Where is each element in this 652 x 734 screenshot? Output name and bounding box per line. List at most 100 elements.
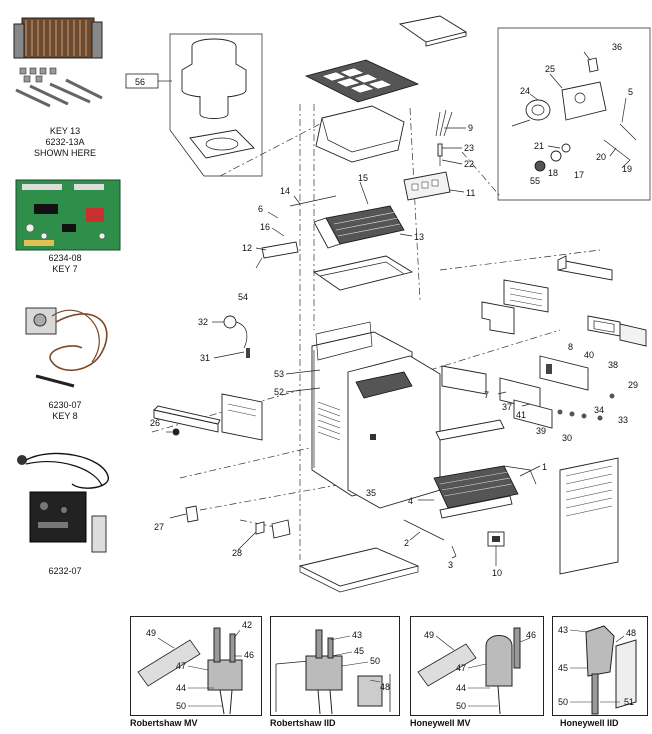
control-board-photo[interactable] [14,178,122,252]
inset-callout-48: 48 [380,682,390,692]
callout-20: 20 [596,152,606,162]
caption-line: SHOWN HERE [33,148,96,158]
valve-inset-robertshaw-iid[interactable]: 43 45 50 48 [270,616,400,716]
manifold-rod-14[interactable] [289,195,337,207]
callout-13: 13 [414,232,424,242]
control-panel-cover[interactable] [441,365,487,395]
callout-16: 16 [260,222,270,232]
grommet-26[interactable] [172,428,180,436]
inset-callout-44: 44 [176,683,186,693]
callout-54: 54 [238,292,248,302]
cabinet[interactable] [311,321,441,509]
screw-54[interactable] [255,257,263,269]
bracket-39[interactable] [513,399,553,429]
callout-19: 19 [622,164,632,174]
caption-line: 6232-13A [45,137,85,147]
front-door-panel[interactable] [559,457,619,575]
valve-inset-honeywell-mv[interactable]: 49 46 47 44 50 [410,616,544,716]
lower-rail[interactable] [435,419,505,441]
callout-29: 29 [628,380,638,390]
callout-33: 33 [618,415,628,425]
callout-30: 30 [562,433,572,443]
sensor-31[interactable] [246,348,250,358]
inset-callout-50: 50 [370,656,380,666]
base-pan[interactable] [298,547,420,593]
callout-34: 34 [594,405,604,415]
ignition-module-caption: 6232-07 [10,566,120,577]
part-28[interactable] [255,519,291,539]
wire-bundle-9[interactable] [435,109,453,137]
inset-callout-50: 50 [558,697,568,707]
callout-11: 11 [466,188,475,198]
side-bracket[interactable] [481,301,515,335]
board-mount-40[interactable] [539,355,589,391]
inset-label-robertshaw-iid: Robertshaw IID [270,718,336,728]
fuse-23-22[interactable] [437,143,443,166]
callout-37: 37 [502,402,512,412]
callout-31: 31 [200,353,210,363]
fasteners-30-33-34[interactable] [557,393,615,421]
inset-callout-43: 43 [558,625,568,635]
caption-line: 6232-07 [48,566,82,576]
callout-40: 40 [584,350,594,360]
burner-assembly-1[interactable] [433,465,537,519]
bezel-frame[interactable] [587,315,621,337]
callout-38: 38 [608,360,618,370]
part-10[interactable] [487,531,505,547]
inset-callout-46: 46 [526,630,536,640]
burner-tray-13[interactable] [313,205,405,249]
draft-hood[interactable] [315,105,405,163]
inset-callout-49: 49 [146,628,156,638]
display-lens[interactable] [619,323,647,347]
screw-3[interactable] [451,545,457,557]
valve-inset-robertshaw-mv[interactable]: 49 42 46 47 44 50 [130,616,262,716]
callout-39: 39 [536,426,546,436]
caption-line: KEY 8 [52,411,78,421]
inset-callout-50: 50 [456,701,466,711]
callout-6: 6 [258,204,263,214]
top-rail[interactable] [557,255,613,281]
callout-21: 21 [534,141,544,151]
heat-exchanger-photo[interactable] [10,10,110,118]
callout-55: 55 [530,176,540,186]
thermostat-photo[interactable] [22,292,120,392]
sensor-32[interactable] [223,315,248,349]
inset-callout-49: 49 [424,630,434,640]
callout-41: 41 [516,410,526,420]
callout-26: 26 [150,418,160,428]
inset-label-honeywell-iid: Honeywell IID [560,718,619,728]
ignition-module-photo[interactable] [12,446,122,556]
callout-18: 18 [548,168,558,178]
inset-callout-42: 42 [242,620,252,630]
top-frame-grid[interactable] [304,59,420,103]
burner-shield[interactable] [312,255,414,291]
callout-8: 8 [568,342,573,352]
flue-kit-56[interactable] [125,33,263,177]
rod-2[interactable] [403,519,445,541]
bracket-12[interactable] [261,241,299,259]
inset-callout-45: 45 [558,663,568,673]
inset-callout-51: 51 [624,697,634,707]
inset-callout-47: 47 [176,661,186,671]
gas-valve-detail[interactable] [497,27,651,201]
callout-23: 23 [464,143,474,153]
callout-10: 10 [492,568,502,578]
valve-inset-honeywell-iid[interactable]: 43 48 45 50 51 [552,616,648,716]
caption-line: KEY 13 [49,126,81,136]
side-panel[interactable] [221,393,263,441]
terminal-block-11[interactable] [403,171,451,201]
inset-callout-48: 48 [626,628,636,638]
part-27[interactable] [185,505,199,523]
callout-25: 25 [545,64,555,74]
callout-14: 14 [280,186,290,196]
control-board-caption: 6234-08 KEY 7 [10,253,120,275]
top-cover[interactable] [398,15,468,47]
bottom-rail-left[interactable] [153,405,221,433]
callout-1: 1 [542,462,547,472]
vent-panel[interactable] [503,279,549,313]
thermostat-caption: 6230-07 KEY 8 [10,400,120,422]
inset-callout-50: 50 [176,701,186,711]
callout-2: 2 [404,538,409,548]
callout-36: 36 [612,42,622,52]
